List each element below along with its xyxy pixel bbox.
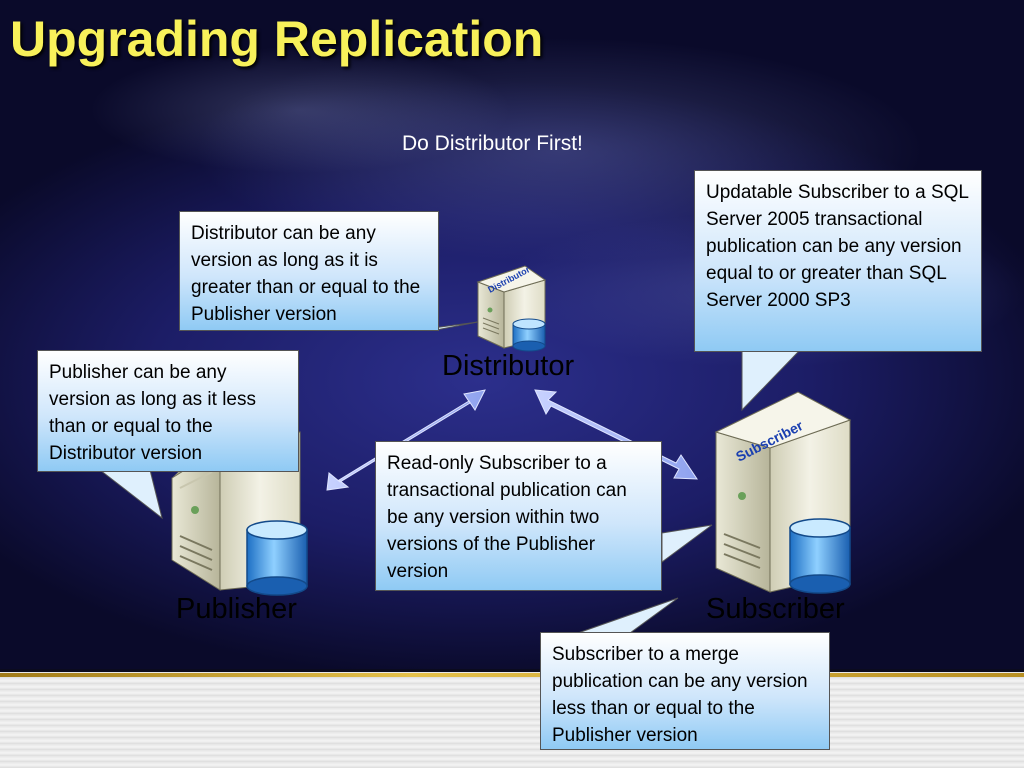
callout-tail: [98, 321, 802, 634]
database-icon: [246, 520, 308, 596]
database-icon: [789, 518, 851, 594]
footer-gold-line: [0, 673, 1024, 677]
slide-title: Upgrading Replication: [10, 11, 544, 67]
readonly-subscriber-callout: Read-only Subscriber to a transactional …: [375, 441, 662, 591]
double-arrow-icon: [326, 389, 486, 491]
publisher-callout: Publisher can be any version as long as …: [37, 350, 299, 472]
subscriber-label: Subscriber: [706, 593, 845, 625]
distributor-callout: Distributor can be any version as long a…: [179, 211, 439, 331]
footer-dark-line: [0, 669, 1024, 673]
database-icon: [512, 318, 546, 352]
publisher-label: Publisher: [176, 593, 297, 625]
distributor-label: Distributor: [442, 350, 575, 382]
footer-band: [0, 672, 1024, 768]
merge-subscriber-callout: Subscriber to a merge publication can be…: [540, 632, 830, 750]
slide-subtitle: Do Distributor First!: [402, 132, 583, 155]
updatable-subscriber-callout: Updatable Subscriber to a SQL Server 200…: [694, 170, 982, 352]
